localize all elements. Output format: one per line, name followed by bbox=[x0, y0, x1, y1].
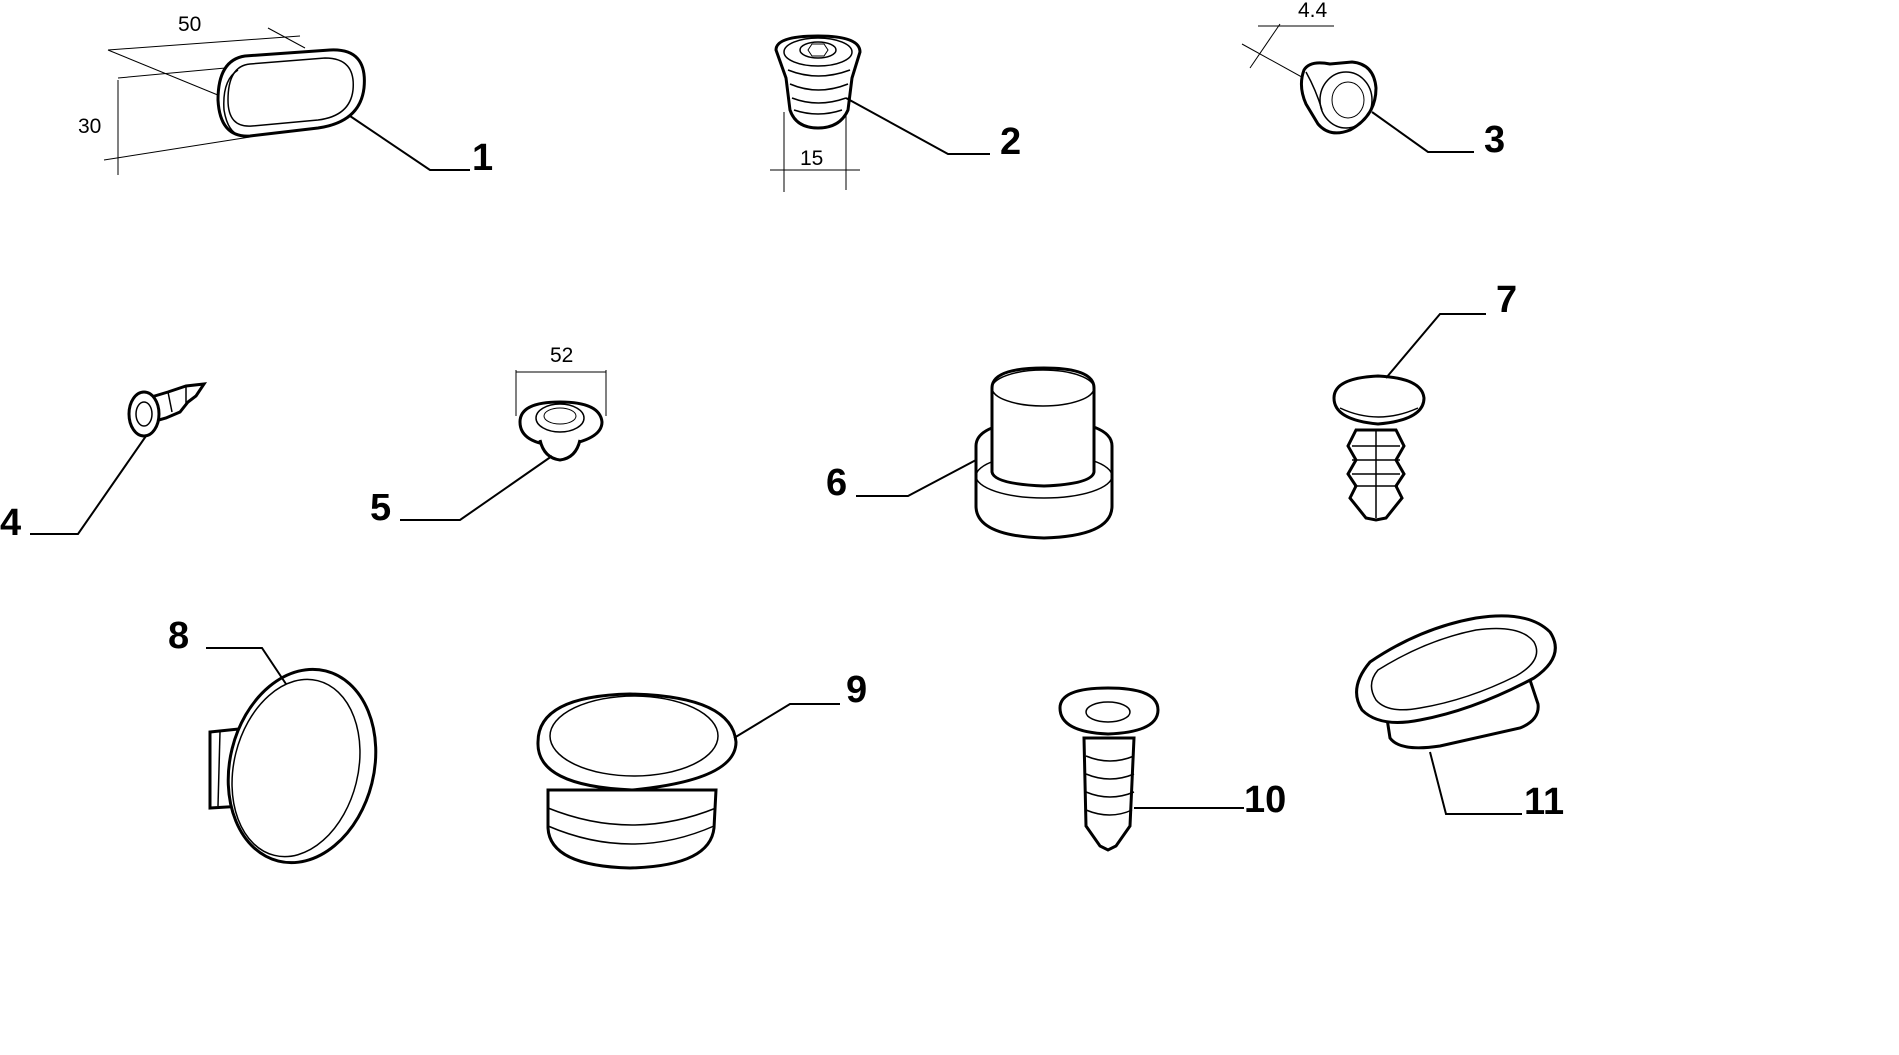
callout-2: 2 bbox=[1000, 121, 1021, 163]
callout-5: 5 bbox=[370, 487, 391, 529]
dimension-30: 30 bbox=[78, 115, 101, 138]
callout-10: 10 bbox=[1244, 779, 1286, 821]
part-1-oval-plug: 50 30 1 bbox=[78, 13, 493, 179]
parts-diagram: 50 30 1 15 2 4.4 3 bbox=[0, 0, 1564, 870]
callout-6: 6 bbox=[826, 462, 847, 504]
dimension-50: 50 bbox=[178, 13, 201, 36]
part-3-grommet: 4.4 3 bbox=[1241, 0, 1505, 161]
callout-8: 8 bbox=[168, 615, 189, 657]
part-5-round-cap: 52 5 bbox=[370, 344, 607, 529]
part-2-threaded-clip: 15 2 bbox=[770, 34, 1021, 192]
callout-1: 1 bbox=[472, 137, 493, 179]
dimension-15: 15 bbox=[800, 147, 823, 170]
part-6-stepped-bumper: 6 bbox=[826, 366, 1114, 540]
dimension-4-4: 4.4 bbox=[1298, 0, 1328, 22]
callout-3: 3 bbox=[1484, 119, 1505, 161]
part-7-fir-tree-rivet: 7 bbox=[1332, 279, 1517, 522]
part-8-disc-cap: 8 bbox=[168, 615, 378, 865]
callout-11: 11 bbox=[1524, 781, 1564, 823]
callout-7: 7 bbox=[1496, 279, 1517, 321]
part-9-large-plug: 9 bbox=[536, 669, 867, 870]
part-10-screw: 10 bbox=[1058, 686, 1286, 852]
callout-4: 4 bbox=[0, 502, 21, 544]
callout-9: 9 bbox=[846, 669, 867, 711]
part-4-barbed-pin: 4 bbox=[0, 382, 208, 544]
part-11-oval-cap: 11 bbox=[1355, 614, 1564, 823]
dimension-52: 52 bbox=[550, 344, 573, 367]
